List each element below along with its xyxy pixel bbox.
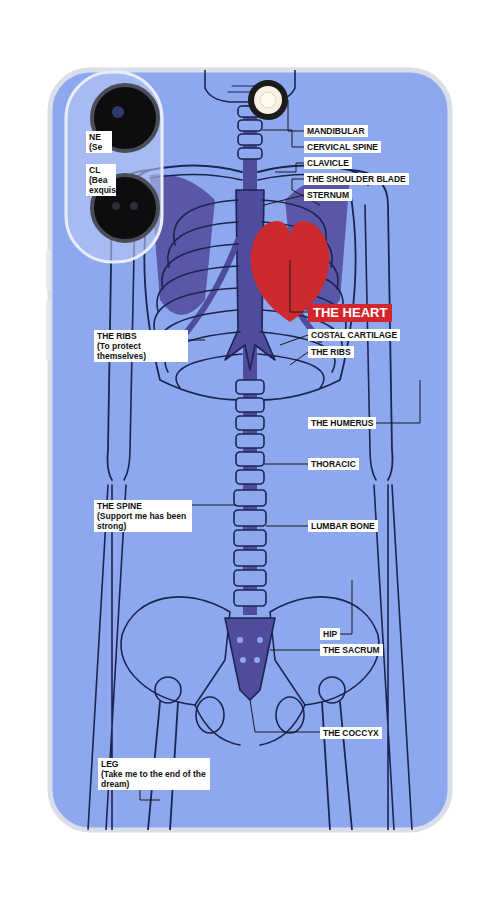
ribcage-outline	[144, 190, 355, 400]
label-heading: STERNUM	[307, 190, 349, 200]
vertebra	[234, 570, 266, 586]
sacrum-hole	[257, 637, 263, 643]
callout-label: MANDIBULAR	[304, 125, 368, 137]
vertebra	[236, 470, 264, 484]
label-heading: CERVICAL SPINE	[307, 142, 378, 152]
lens-glint	[112, 106, 124, 118]
side-button	[46, 300, 51, 360]
callout-label: THE RIBS(To protect themselves)	[94, 330, 188, 362]
femur-head	[155, 677, 181, 703]
callout-label: CERVICAL SPINE	[304, 141, 381, 153]
label-heading: THE SHOULDER BLADE	[307, 174, 406, 184]
side-button	[46, 250, 51, 290]
vertebra	[236, 434, 264, 448]
callout-label: THE SHOULDER BLADE	[304, 173, 409, 185]
obturator	[276, 697, 304, 733]
callout-label: STERNUM	[304, 189, 352, 201]
callout-label: THE COCCYX	[320, 727, 382, 739]
pubis	[195, 705, 305, 745]
vertebra	[236, 398, 264, 412]
label-heading: MANDIBULAR	[307, 126, 365, 136]
vertebra	[236, 452, 264, 466]
leader-lines	[140, 100, 420, 800]
vertebra	[234, 510, 266, 526]
label-note: (Take me to the end of the dream)	[101, 769, 207, 789]
skeleton	[88, 70, 412, 830]
label-heading: CL	[89, 165, 113, 175]
label-heading: THE SACRUM	[323, 645, 380, 655]
femur-head	[319, 677, 345, 703]
label-heading: HIP	[323, 629, 337, 639]
label-heading: THORACIC	[311, 459, 356, 469]
vertebra	[238, 120, 262, 131]
label-note: (Support me has been strong)	[97, 511, 189, 531]
camera-flash	[251, 83, 285, 117]
label-heading: LEG	[101, 759, 207, 769]
heart-label: THE HEART	[308, 304, 392, 322]
vertebra	[236, 416, 264, 430]
camera-flash	[260, 92, 276, 108]
label-heading: CLAVICLE	[307, 158, 349, 168]
label-heading: THE HUMERUS	[311, 418, 373, 428]
label-heading: THE RIBS	[311, 347, 351, 357]
obturator	[196, 697, 224, 733]
label-note: (To protect themselves)	[97, 341, 185, 361]
lens-glint	[130, 202, 138, 210]
callout-label: LEG(Take me to the end of the dream)	[98, 758, 210, 790]
callout-label: CL(Bea exquis	[86, 164, 116, 196]
callout-label: HIP	[320, 628, 340, 640]
label-heading: COSTAL CARTILAGE	[311, 330, 397, 340]
clavicle	[150, 174, 242, 180]
callout-label: THORACIC	[308, 458, 359, 470]
vertebra	[234, 590, 266, 606]
callout-label: LUMBAR BONE	[308, 520, 378, 532]
label-note: (Se	[89, 142, 109, 152]
lens-glint	[112, 202, 120, 210]
label-heading: THE HEART	[313, 305, 387, 321]
sacrum	[225, 618, 275, 700]
humerus	[365, 205, 376, 480]
callout-label: THE SPINE(Support me has been strong)	[94, 500, 192, 532]
callout-label: NE(Se	[86, 131, 112, 153]
sacrum-hole	[254, 657, 260, 663]
vertebra	[238, 148, 262, 159]
femur	[322, 702, 352, 830]
case-body	[50, 70, 450, 830]
label-heading: LUMBAR BONE	[311, 521, 375, 531]
callout-label: CLAVICLE	[304, 157, 352, 169]
callout-label: THE HUMERUS	[308, 417, 376, 429]
humerus	[350, 170, 393, 480]
forearm	[374, 485, 412, 830]
label-heading: THE COCCYX	[323, 728, 379, 738]
label-heading: THE RIBS	[97, 331, 185, 341]
vertebra	[234, 530, 266, 546]
camera-bump	[66, 72, 162, 262]
vertebra	[236, 380, 264, 394]
vertebra	[234, 550, 266, 566]
hip-bone	[121, 597, 230, 705]
callout-label: THE SACRUM	[320, 644, 383, 656]
vertebra	[238, 134, 262, 145]
hip-bone	[270, 597, 379, 705]
sacrum-hole	[237, 637, 243, 643]
label-heading: THE SPINE	[97, 501, 189, 511]
label-heading: NE	[89, 132, 109, 142]
label-note: (Bea exquis	[89, 175, 113, 195]
sacrum-hole	[240, 657, 246, 663]
callout-label: THE RIBS	[308, 346, 354, 358]
callout-label: COSTAL CARTILAGE	[308, 329, 400, 341]
vertebra	[234, 490, 266, 506]
